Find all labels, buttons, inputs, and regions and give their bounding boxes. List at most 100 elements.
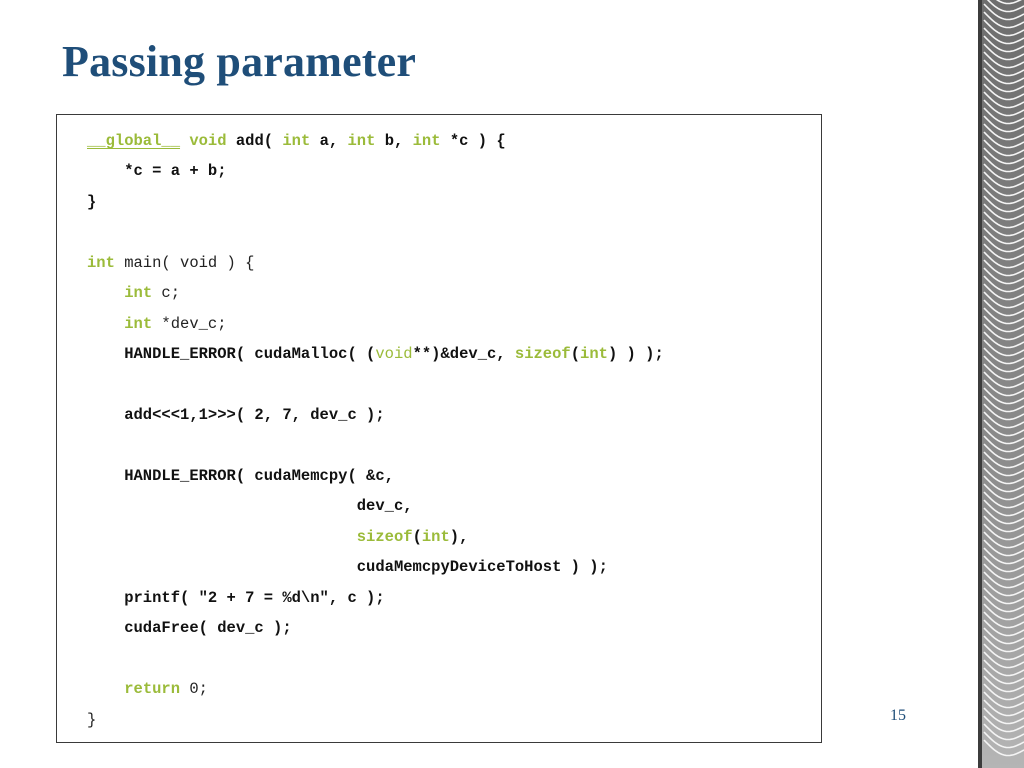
code-token: *c = a + b;: [87, 162, 227, 181]
wave-stripe: [983, 267, 1024, 285]
wave-stripe: [983, 651, 1024, 669]
wave-stripe: [983, 259, 1024, 277]
wave-stripe: [983, 427, 1024, 445]
code-token: ) ) );: [607, 345, 664, 364]
wave-stripe: [983, 643, 1024, 661]
code-token: *dev_c;: [152, 314, 227, 333]
code-block: __global__ void add( int a, int b, int *…: [56, 114, 822, 743]
wave-stripe: [983, 467, 1024, 485]
wave-stripe: [983, 211, 1024, 229]
code-line: [57, 373, 821, 397]
wave-stripe: [983, 291, 1024, 309]
code-line: }: [57, 708, 821, 732]
wave-stripe: [983, 339, 1024, 357]
wave-stripe: [983, 707, 1024, 725]
wave-stripe: [983, 523, 1024, 541]
decorative-side-panel: [978, 0, 1024, 768]
code-token: int: [124, 284, 153, 303]
wave-stripe: [983, 515, 1024, 533]
code-line: int *dev_c;: [57, 312, 821, 336]
wave-stripe: [983, 11, 1024, 29]
wave-stripe: [983, 507, 1024, 525]
wave-stripe: [986, 0, 1024, 13]
code-token: int: [124, 314, 153, 333]
wave-stripe: [983, 163, 1024, 181]
code-line: [57, 434, 821, 458]
wave-stripe: [983, 395, 1024, 413]
code-token: void: [189, 132, 227, 150]
wave-stripe: [983, 91, 1024, 109]
slide-title: Passing parameter: [62, 37, 417, 86]
wave-stripe: [983, 419, 1024, 437]
wave-stripe: [983, 379, 1024, 397]
wave-stripe: [983, 547, 1024, 565]
wave-stripe: [983, 3, 1024, 21]
wave-stripe: [983, 571, 1024, 589]
wave-stripe: [983, 107, 1024, 125]
wave-stripe: [983, 579, 1024, 597]
wave-stripe: [983, 43, 1024, 61]
wave-stripe: [983, 283, 1024, 301]
wave-stripe: [983, 483, 1024, 501]
code-line: dev_c,: [57, 494, 821, 518]
wave-stripe: [983, 139, 1024, 157]
code-token: HANDLE_ERROR( cudaMalloc( (: [87, 345, 376, 364]
code-line: }: [57, 190, 821, 214]
code-token: [87, 284, 124, 302]
code-token: cudaMemcpyDeviceToHost ) );: [87, 558, 608, 577]
wave-stripe: [983, 555, 1024, 573]
wave-stripe: [983, 323, 1024, 341]
wave-stripe: [983, 355, 1024, 373]
code-token: ),: [449, 527, 469, 546]
page-number: 15: [890, 707, 906, 724]
wave-stripe: [983, 443, 1024, 461]
wave-stripe: [983, 75, 1024, 93]
wave-stripe: [983, 699, 1024, 717]
code-token: HANDLE_ERROR( cudaMemcpy( &c,: [87, 466, 394, 485]
wave-stripe: [983, 475, 1024, 493]
code-token: __global__: [87, 132, 181, 150]
wave-pattern: [978, 0, 1024, 768]
code-token: }: [87, 710, 97, 729]
wave-stripe: [983, 171, 1024, 189]
code-token: int: [282, 132, 311, 150]
wave-stripe: [983, 723, 1024, 741]
code-line: HANDLE_ERROR( cudaMemcpy( &c,: [57, 464, 821, 488]
code-token: sizeof: [356, 527, 413, 546]
wave-stripe: [983, 67, 1024, 85]
wave-stripe: [983, 491, 1024, 509]
code-token: [87, 680, 124, 698]
wave-stripe: [983, 219, 1024, 237]
wave-stripe: [983, 83, 1024, 101]
code-line: sizeof(int),: [57, 525, 821, 549]
code-token: a,: [310, 132, 348, 150]
wave-stripe: [983, 619, 1024, 637]
wave-stripe: [983, 131, 1024, 149]
wave-stripe: [983, 59, 1024, 77]
code-line: int main( void ) {: [57, 251, 821, 275]
code-token: sizeof: [514, 345, 571, 364]
wave-stripe: [983, 155, 1024, 173]
code-token: *c ) {: [440, 132, 506, 150]
wave-stripe: [983, 307, 1024, 325]
wave-stripe: [983, 387, 1024, 405]
wave-stripe: [983, 27, 1024, 45]
wave-stripe: [983, 627, 1024, 645]
wave-stripe: [983, 587, 1024, 605]
code-token: [180, 132, 189, 150]
wave-stripe: [983, 403, 1024, 421]
wave-stripe: [983, 299, 1024, 317]
code-token: [87, 315, 124, 333]
wave-stripe: [983, 667, 1024, 685]
wave-stripe: [983, 275, 1024, 293]
wave-stripe: [983, 659, 1024, 677]
code-line: printf( "2 + 7 = %d\n", c );: [57, 586, 821, 610]
wave-stripe: [983, 195, 1024, 213]
code-token: dev_c,: [87, 497, 413, 516]
wave-stripe: [983, 531, 1024, 549]
code-token: [87, 528, 357, 546]
code-token: return: [124, 680, 181, 699]
wave-stripe: [983, 235, 1024, 253]
code-token: int: [347, 132, 376, 150]
wave-stripe: [983, 115, 1024, 133]
